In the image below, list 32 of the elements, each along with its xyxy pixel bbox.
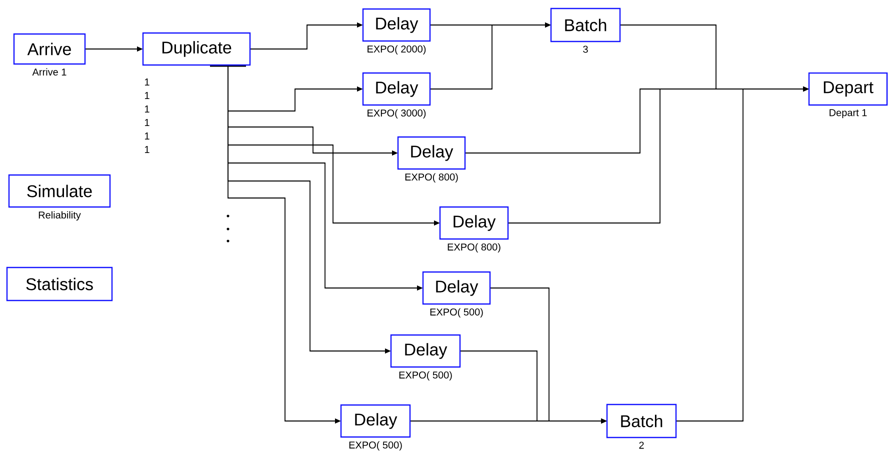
module-caption: EXPO( 2000) — [368, 45, 426, 55]
module-box: Simulate — [8, 174, 111, 208]
module-caption: 2 — [639, 442, 644, 449]
module-caption: EXPO( 800) — [448, 243, 500, 253]
module-box: Delay — [422, 271, 491, 305]
module-box: Delay — [362, 8, 431, 42]
module-box: Delay — [340, 404, 411, 438]
module-caption: EXPO( 500) — [349, 441, 402, 451]
module-caption: EXPO( 3000) — [368, 109, 426, 119]
module-box: Statistics — [6, 266, 113, 302]
module-box: Batch — [606, 404, 677, 438]
module-caption: Reliability — [38, 211, 81, 221]
count-label: 1 — [145, 132, 150, 140]
count-label: 1 — [145, 106, 150, 112]
module-caption: Depart 1 — [830, 109, 867, 118]
module-box: Delay — [362, 72, 431, 106]
module-box: Delay — [390, 334, 461, 368]
module-box: Batch — [550, 8, 621, 42]
module-caption: EXPO( 500) — [430, 308, 483, 318]
count-label: 1 — [145, 92, 150, 99]
count-label: 1 — [145, 146, 150, 153]
module-caption: Arrive 1 — [32, 68, 66, 76]
module-box: Delay — [439, 206, 509, 240]
module-caption: 3 — [583, 46, 588, 53]
count-label: 1 — [145, 78, 150, 86]
module-box: Duplicate — [142, 32, 251, 66]
count-label: 1 — [145, 119, 150, 126]
module-box: Arrive — [13, 33, 86, 65]
module-caption: EXPO( 800) — [405, 173, 458, 183]
module-box: Depart — [808, 72, 888, 106]
module-caption: EXPO( 500) — [399, 371, 452, 381]
module-box: Delay — [397, 136, 466, 170]
